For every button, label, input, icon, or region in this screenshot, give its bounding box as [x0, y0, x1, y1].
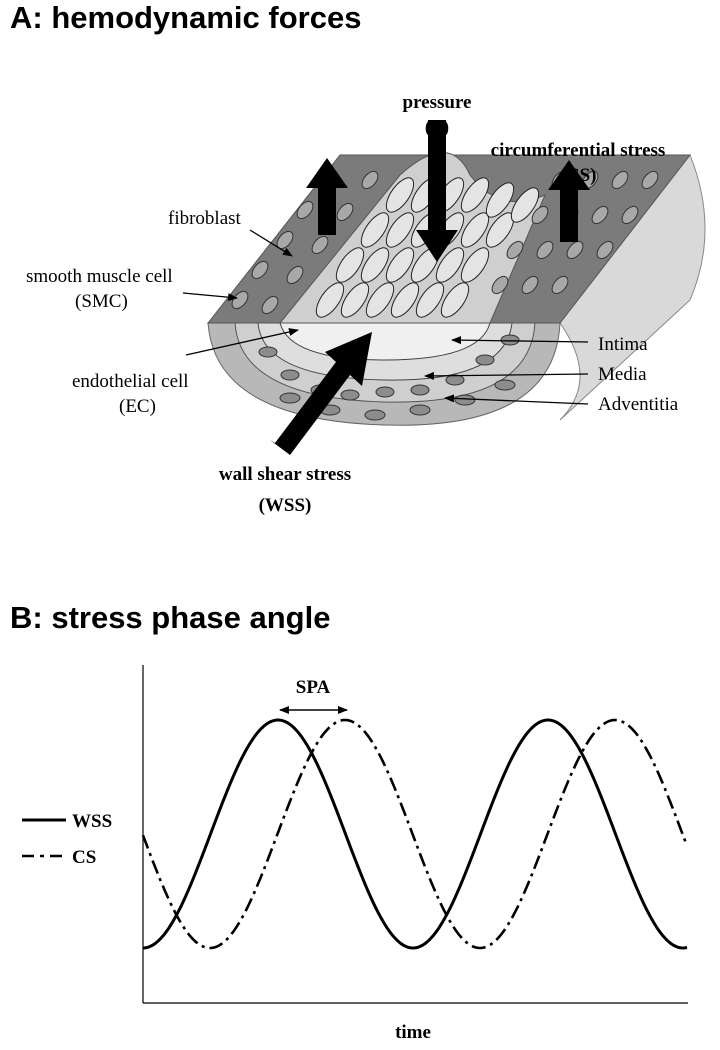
legend-wss-label: WSS	[72, 811, 112, 832]
label-wss-abbr: (WSS)	[259, 495, 312, 516]
label-fibroblast: fibroblast	[168, 208, 242, 229]
pointer-ec	[185, 328, 299, 356]
vessel-diagram	[206, 152, 706, 426]
legend-cs-label: CS	[72, 847, 96, 868]
label-wss: wall shear stress	[219, 464, 351, 485]
circumferential-arrow-left	[306, 158, 348, 235]
force-arrows	[270, 120, 590, 455]
label-circumferential-abbr: (CS)	[560, 165, 597, 186]
x-axis-label: time	[395, 1022, 431, 1043]
label-intima: Intima	[598, 334, 648, 355]
series-cs-line	[141, 718, 689, 950]
pointer-adventitia	[444, 394, 589, 405]
label-pressure: pressure	[403, 92, 472, 113]
label-circumferential: circumferential stress	[491, 140, 666, 161]
pointer-intima	[451, 336, 589, 345]
label-media: Media	[598, 364, 647, 385]
label-smc: smooth muscle cell	[26, 266, 173, 287]
series-wss-line	[142, 718, 688, 950]
wss-arrow	[270, 332, 372, 455]
vessel-outer-side	[559, 154, 706, 421]
label-adventitia: Adventitia	[598, 394, 679, 415]
circumferential-arrow-right	[548, 160, 590, 242]
stress-phase-chart: SPA WSS CS time	[22, 665, 689, 1043]
endothelial-cells	[231, 170, 659, 318]
pointer-media	[424, 371, 589, 380]
pointer-fibroblast	[249, 229, 293, 257]
panel-b-title: B: stress phase angle	[10, 600, 331, 635]
pointer-smc	[182, 292, 238, 302]
label-ec: endothelial cell	[72, 371, 189, 392]
pressure-arrow	[416, 120, 458, 262]
label-ec-abbr: (EC)	[119, 396, 156, 417]
label-smc-abbr: (SMC)	[75, 291, 128, 312]
label-pressure-abbr: (P)	[425, 117, 449, 138]
panel-a-title: A: hemodynamic forces	[10, 0, 362, 35]
spa-label: SPA	[296, 677, 331, 698]
